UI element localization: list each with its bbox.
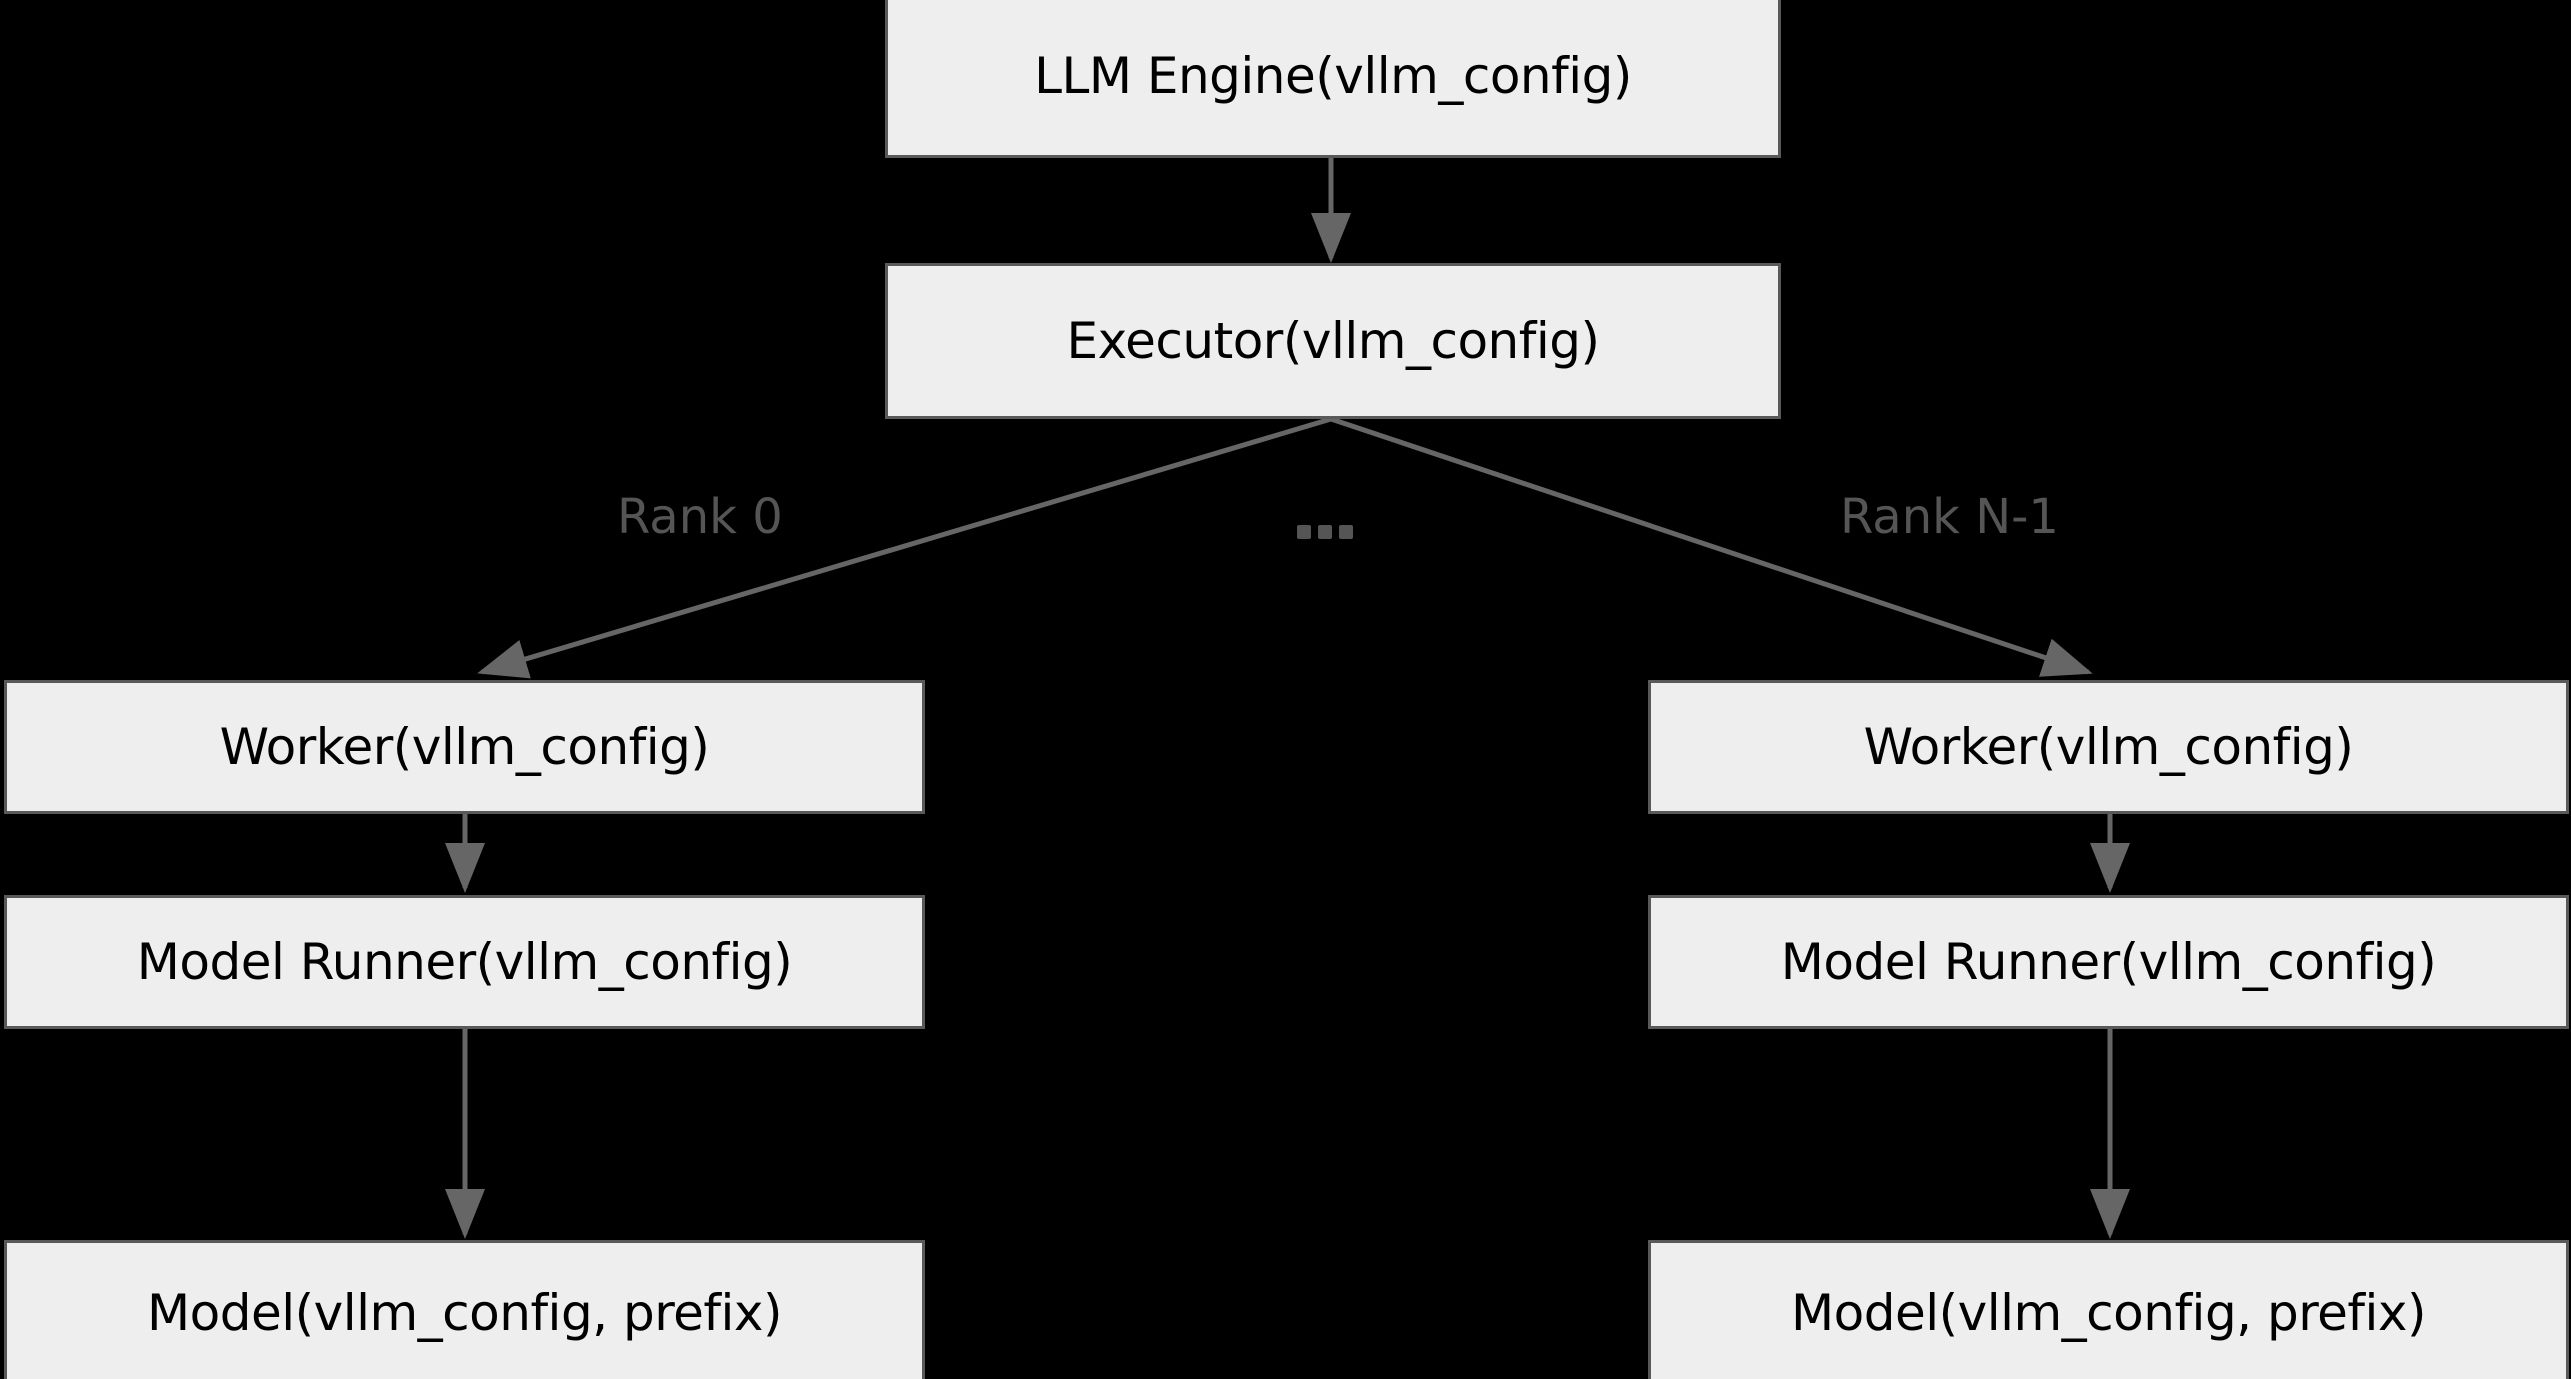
edge-label-rank-0: Rank 0: [617, 489, 783, 545]
edge-label-rank-n-minus-1: Rank N-1: [1840, 489, 2059, 545]
node-model-runner-rank-0[interactable]: Model Runner(vllm_config): [4, 895, 925, 1029]
node-worker-rank-n[interactable]: Worker(vllm_config): [1648, 680, 2569, 814]
node-model-rank-0-label: Model(vllm_config, prefix): [146, 1283, 783, 1342]
node-model-runner-rank-0-label: Model Runner(vllm_config): [136, 933, 793, 991]
node-model-runner-rank-n[interactable]: Model Runner(vllm_config): [1648, 895, 2569, 1029]
ellipsis-dot-3: [1339, 525, 1353, 539]
node-model-runner-rank-n-label: Model Runner(vllm_config): [1780, 933, 2437, 991]
node-executor-label: Executor(vllm_config): [1066, 312, 1600, 370]
node-llm-engine-label: LLM Engine(vllm_config): [1034, 47, 1632, 105]
edge-executor-to-worker-n: [1330, 416, 2093, 677]
node-worker-rank-0-label: Worker(vllm_config): [219, 718, 710, 776]
node-worker-rank-0[interactable]: Worker(vllm_config): [4, 680, 925, 814]
edge-label-ellipsis-icon: [1297, 525, 1353, 539]
node-model-rank-0[interactable]: Model(vllm_config, prefix): [4, 1240, 925, 1379]
ellipsis-dot-2: [1318, 525, 1332, 539]
node-executor[interactable]: Executor(vllm_config): [885, 263, 1781, 419]
node-model-rank-n[interactable]: Model(vllm_config, prefix): [1648, 1240, 2569, 1379]
node-model-rank-n-label: Model(vllm_config, prefix): [1790, 1283, 2427, 1342]
edge-executor-to-worker-0: [477, 416, 1332, 679]
node-worker-rank-n-label: Worker(vllm_config): [1863, 718, 2354, 776]
ellipsis-dot-1: [1297, 525, 1311, 539]
node-llm-engine[interactable]: LLM Engine(vllm_config): [885, 0, 1781, 158]
